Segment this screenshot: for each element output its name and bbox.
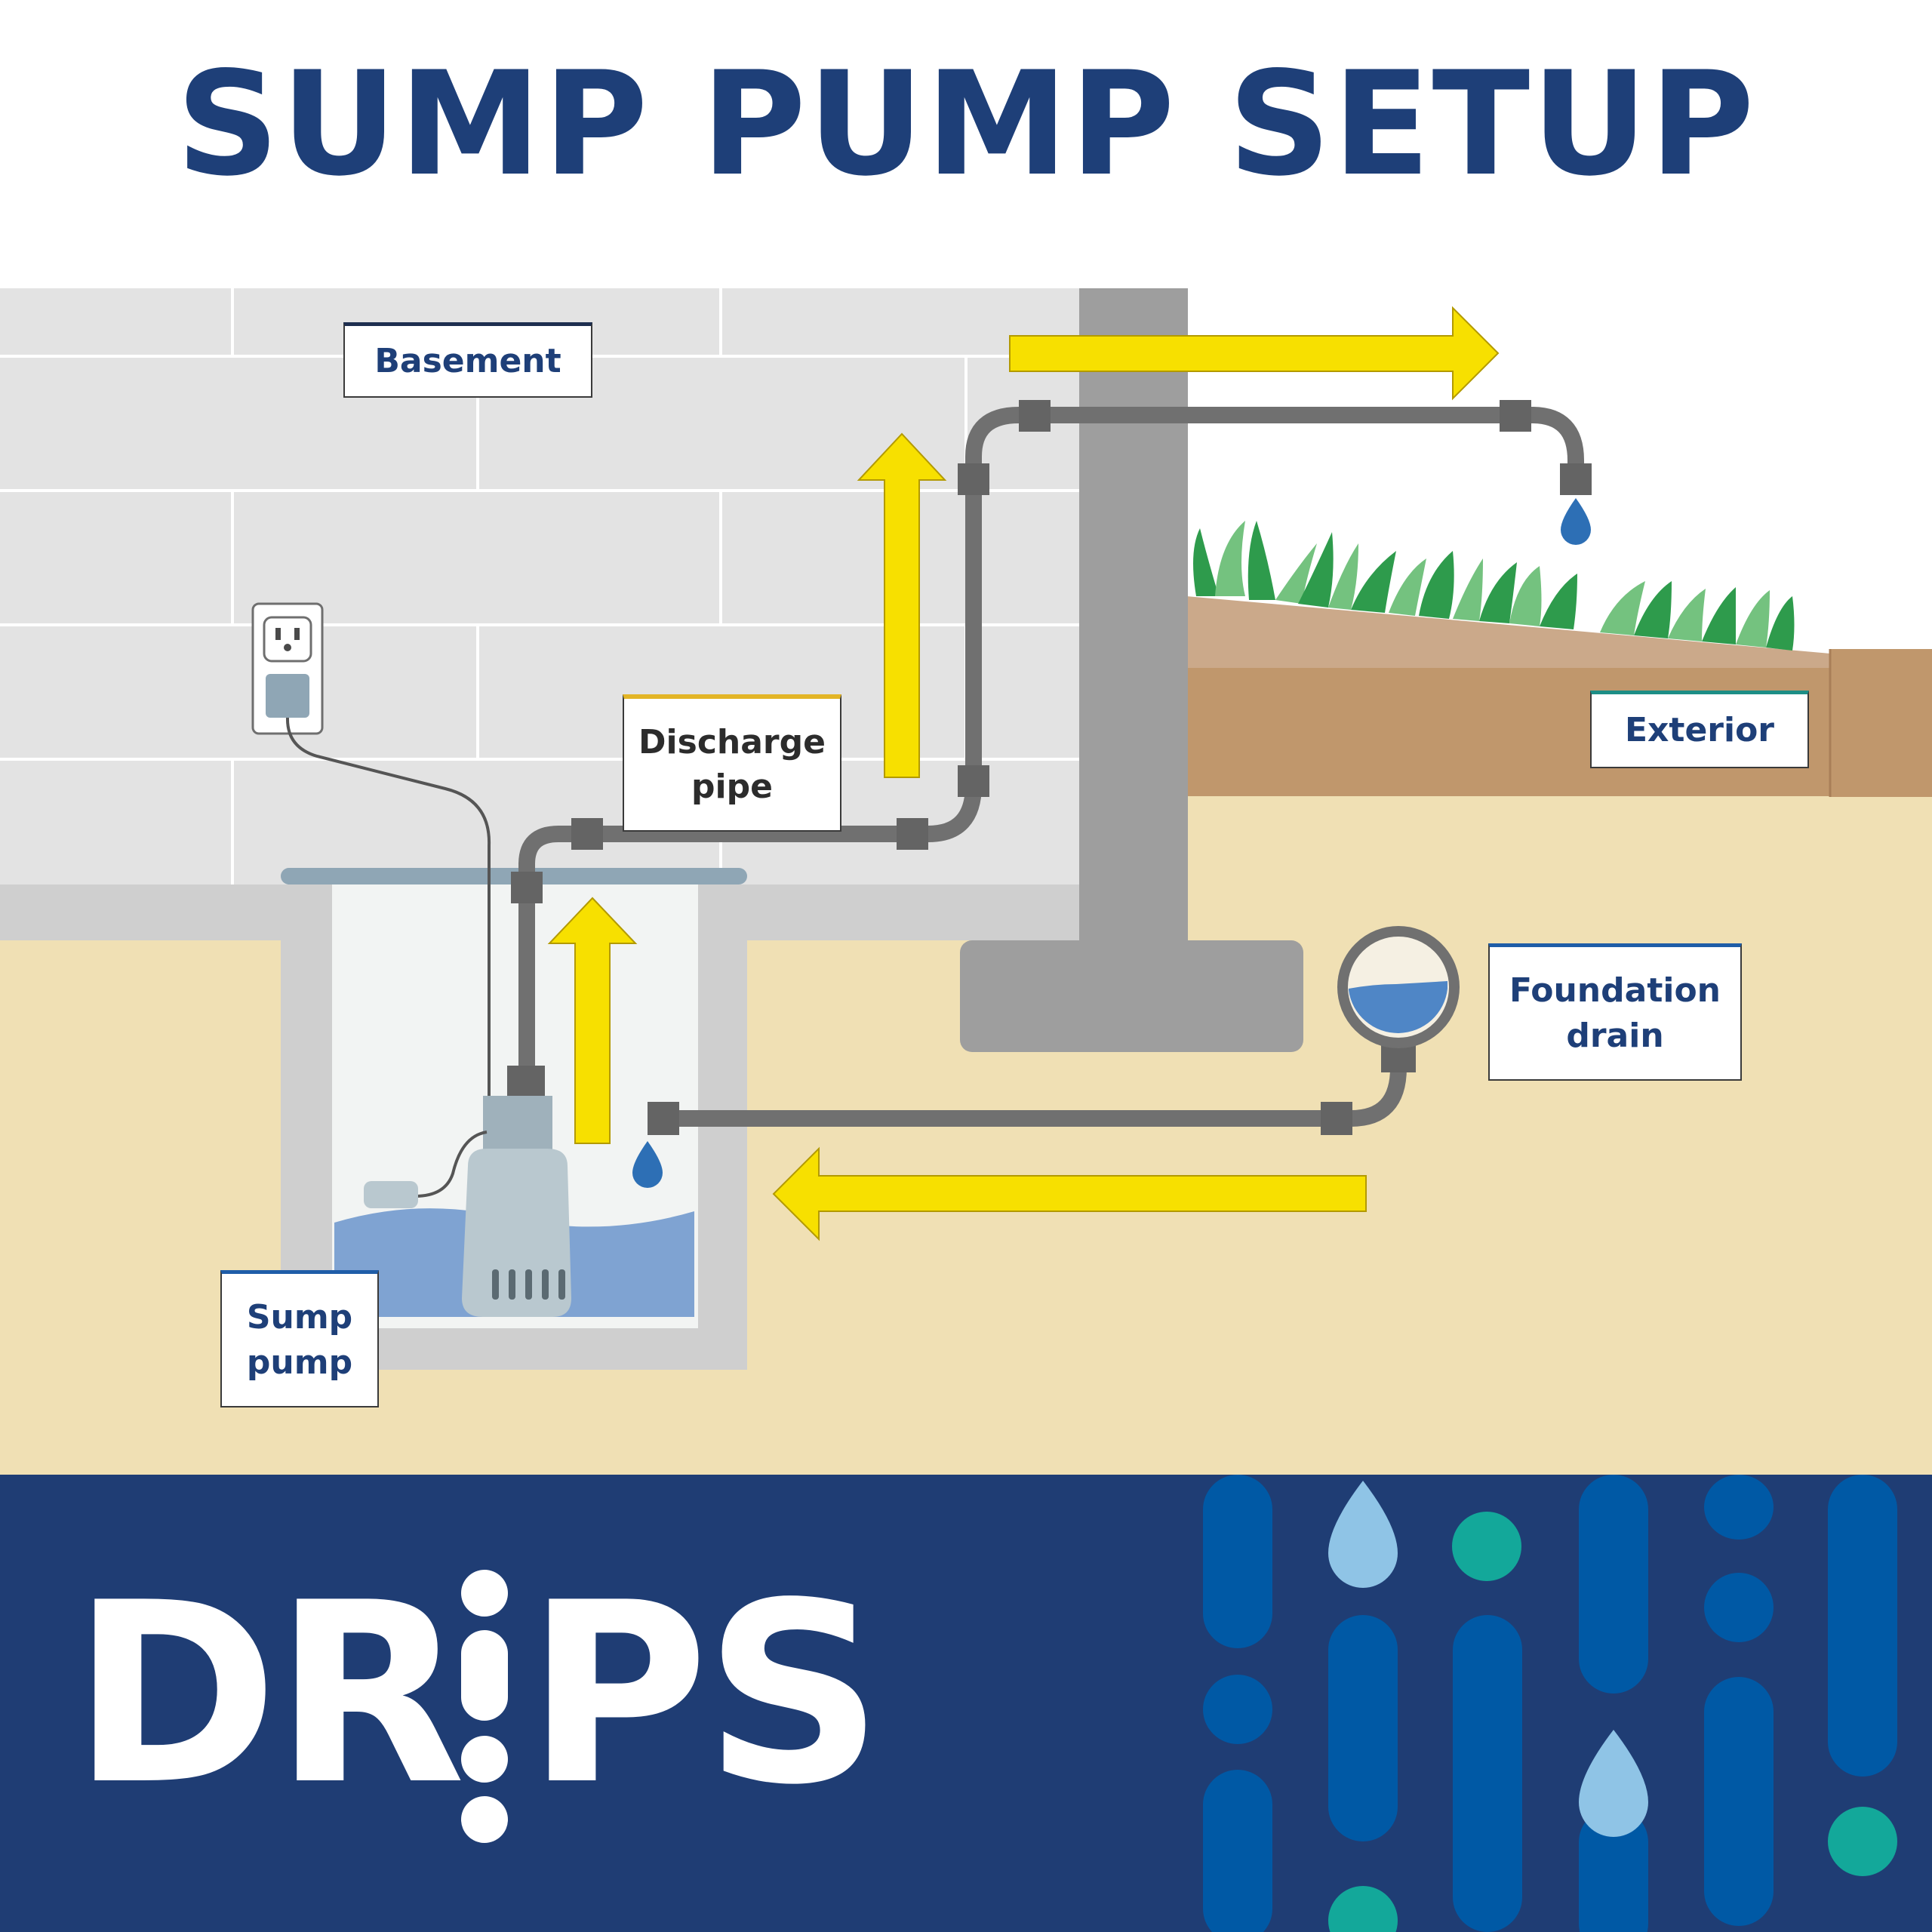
water-drop-icon (1561, 498, 1591, 545)
label-basement-text: Basement (374, 341, 561, 380)
label-exterior-text: Exterior (1624, 711, 1775, 750)
label-exterior: Exterior (1590, 691, 1809, 768)
dirt-edge-block (1830, 649, 1932, 797)
dirt-layer (1186, 668, 1932, 796)
label-discharge-line1: Discharge (638, 722, 826, 761)
label-foundation-drain: Foundation drain (1488, 943, 1742, 1081)
label-foundation-line2: drain (1566, 1016, 1664, 1055)
label-discharge-line2: pipe (691, 768, 773, 806)
brand-text-part2: PS (526, 1549, 884, 1839)
wall-brick-lines (0, 288, 1079, 884)
page-title: SUMP PUMP SETUP (176, 41, 1756, 208)
brand-logo: DR PS (72, 1549, 884, 1843)
footer-pattern (1203, 1475, 1897, 1932)
water-drop-icon-pit (632, 1141, 663, 1188)
arrow-up-pit (547, 897, 638, 1144)
sump-pump-unit (462, 1066, 571, 1317)
arrow-right-top (1009, 306, 1500, 401)
brand-ii-mark (461, 1570, 552, 1843)
topsoil-slope (1186, 596, 1932, 668)
foundation-wall (1079, 288, 1188, 945)
electrical-outlet-icon (251, 602, 324, 735)
soil-exterior-upper (1186, 794, 1932, 892)
brand-text-part1: DR (72, 1549, 466, 1839)
label-basement: Basement (343, 322, 592, 398)
foundation-footing (960, 940, 1303, 1052)
label-discharge-pipe: Discharge pipe (623, 694, 841, 832)
flow-arrow-icon (547, 306, 1500, 1241)
label-sump-pump: Sump pump (220, 1270, 379, 1407)
float-switch-icon (364, 1131, 488, 1208)
floor-slab (0, 884, 1079, 1370)
label-foundation-line1: Foundation (1509, 971, 1721, 1011)
grass (1193, 521, 1795, 651)
foundation-drain-pipe (648, 926, 1460, 1135)
discharge-pipe (518, 407, 1584, 1087)
power-cord (285, 717, 491, 1117)
arrow-left-drain (772, 1146, 1367, 1241)
label-sump-line2: pump (246, 1343, 353, 1382)
arrow-up-wall (857, 432, 947, 778)
label-sump-line1: Sump (246, 1298, 353, 1337)
